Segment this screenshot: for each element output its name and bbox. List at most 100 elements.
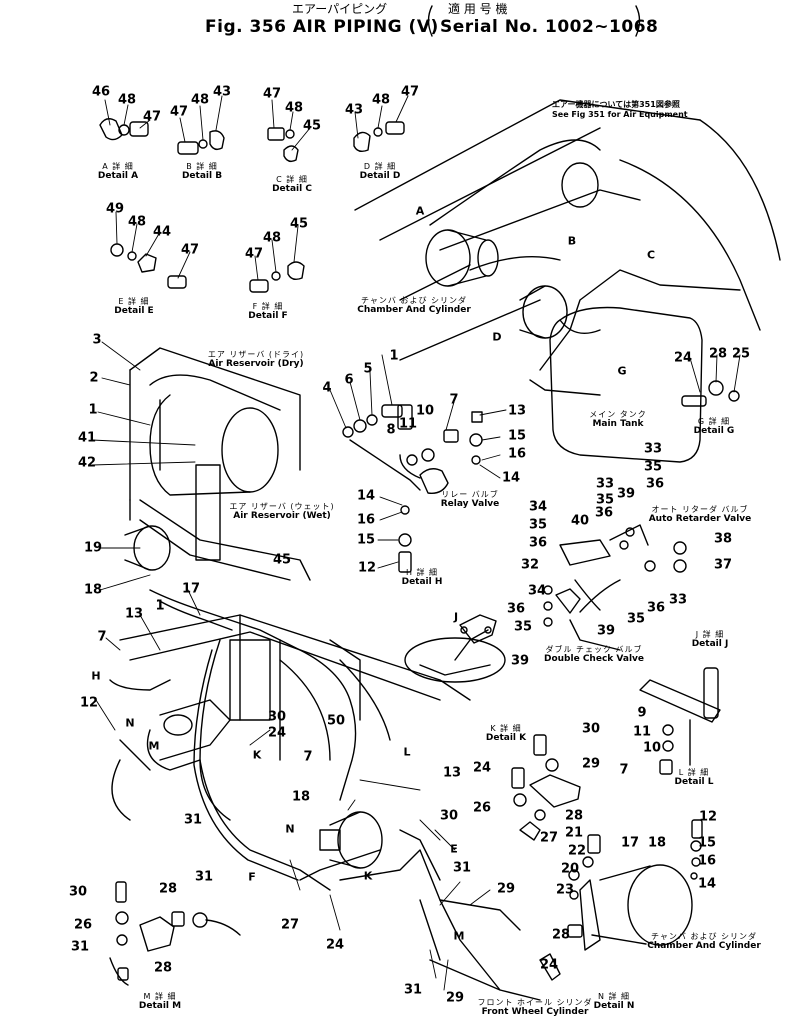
part-callout-14: 14 bbox=[697, 876, 717, 892]
detail-e-fittings bbox=[110, 243, 187, 289]
part-callout-15: 15 bbox=[356, 532, 376, 548]
label-air-reservoir-dry: エア リザーバ (ドライ)Air Reservoir (Dry) bbox=[207, 350, 305, 370]
leader-lines bbox=[91, 95, 741, 991]
part-callout-9: 9 bbox=[637, 705, 647, 721]
part-callout-34: 34 bbox=[527, 583, 547, 599]
part-callout-24: 24 bbox=[472, 760, 492, 776]
auto-retarder-valve bbox=[559, 524, 687, 611]
detail-m-parts bbox=[109, 881, 241, 986]
part-callout-39: 39 bbox=[596, 623, 616, 639]
view-arrow-g: G bbox=[617, 364, 627, 378]
part-callout-13: 13 bbox=[442, 765, 462, 781]
part-callout-39: 39 bbox=[616, 486, 636, 502]
double-check-valve bbox=[543, 579, 621, 651]
part-callout-29: 29 bbox=[581, 756, 601, 772]
part-callout-45: 45 bbox=[302, 118, 322, 134]
part-callout-28: 28 bbox=[551, 927, 571, 943]
part-callout-31: 31 bbox=[452, 860, 472, 876]
part-callout-5: 5 bbox=[363, 361, 373, 377]
part-callout-20: 20 bbox=[560, 861, 580, 877]
part-callout-27: 27 bbox=[280, 917, 300, 933]
part-callout-36: 36 bbox=[646, 600, 666, 616]
view-arrow-f: F bbox=[248, 870, 256, 884]
part-callout-30: 30 bbox=[267, 709, 287, 725]
part-callout-16: 16 bbox=[697, 853, 717, 869]
view-arrow-n: N bbox=[125, 716, 135, 730]
part-callout-17: 17 bbox=[620, 835, 640, 851]
serial-japanese: 適 用 号 機 bbox=[448, 2, 508, 16]
part-callout-19: 19 bbox=[83, 540, 103, 556]
part-callout-13: 13 bbox=[124, 606, 144, 622]
part-callout-24: 24 bbox=[673, 350, 693, 366]
part-callout-16: 16 bbox=[507, 446, 527, 462]
part-callout-31: 31 bbox=[183, 812, 203, 828]
view-arrow-c: C bbox=[646, 248, 656, 262]
part-callout-31: 31 bbox=[194, 869, 214, 885]
figure-title: Fig. 356 AIR PIPING (V) bbox=[205, 17, 439, 37]
part-callout-34: 34 bbox=[528, 499, 548, 515]
part-callout-10: 10 bbox=[415, 403, 435, 419]
header-bracket-left bbox=[427, 5, 433, 37]
part-callout-47: 47 bbox=[142, 109, 162, 125]
part-callout-43: 43 bbox=[212, 84, 232, 100]
part-callout-12: 12 bbox=[357, 560, 377, 576]
part-callout-15: 15 bbox=[697, 835, 717, 851]
serial-range: Serial No. 1002~1068 bbox=[440, 17, 659, 37]
part-callout-41: 41 bbox=[77, 430, 97, 446]
part-callout-38: 38 bbox=[713, 531, 733, 547]
view-arrow-n2: N bbox=[285, 822, 295, 836]
part-callout-28: 28 bbox=[158, 881, 178, 897]
part-callout-1: 1 bbox=[155, 598, 165, 614]
view-arrow-e: E bbox=[450, 842, 458, 856]
part-callout-48: 48 bbox=[117, 92, 137, 108]
part-callout-48: 48 bbox=[284, 100, 304, 116]
part-callout-1: 1 bbox=[389, 348, 399, 364]
part-callout-2: 2 bbox=[89, 370, 99, 386]
part-callout-47: 47 bbox=[180, 242, 200, 258]
top-pipes bbox=[529, 269, 741, 396]
part-callout-13: 13 bbox=[507, 403, 527, 419]
part-callout-31: 31 bbox=[70, 939, 90, 955]
part-callout-46: 46 bbox=[91, 84, 111, 100]
view-arrow-m: M bbox=[148, 739, 160, 753]
part-callout-23: 23 bbox=[555, 882, 575, 898]
part-callout-45: 45 bbox=[289, 216, 309, 232]
part-callout-35: 35 bbox=[528, 517, 548, 533]
title-japanese: エアーパイピング bbox=[292, 2, 388, 16]
part-callout-47: 47 bbox=[262, 86, 282, 102]
detail-k-parts bbox=[511, 734, 581, 841]
relay-valve-top bbox=[399, 454, 449, 494]
header-bracket-right bbox=[635, 5, 641, 37]
detail-n-chamber bbox=[539, 819, 703, 981]
part-callout-3: 3 bbox=[92, 332, 102, 348]
part-callout-48: 48 bbox=[127, 214, 147, 230]
left-cylinder-19 bbox=[124, 525, 171, 571]
label-air-reservoir-wet: エア リザーバ (ウェット)Air Reservoir (Wet) bbox=[229, 502, 335, 522]
part-callout-29: 29 bbox=[496, 881, 516, 897]
part-callout-18: 18 bbox=[647, 835, 667, 851]
front-wheel-cylinder bbox=[429, 959, 541, 1001]
part-callout-47: 47 bbox=[169, 104, 189, 120]
steering-wheel bbox=[404, 629, 506, 683]
part-callout-25: 25 bbox=[731, 346, 751, 362]
long-pipes bbox=[111, 589, 521, 991]
part-callout-6: 6 bbox=[344, 372, 354, 388]
part-callout-26: 26 bbox=[73, 917, 93, 933]
part-callout-12: 12 bbox=[698, 809, 718, 825]
part-callout-24: 24 bbox=[539, 957, 559, 973]
part-callout-35: 35 bbox=[513, 619, 533, 635]
see-fig-note: エアー機器については第351図参照 See Fig 351 for Air Eq… bbox=[552, 100, 688, 119]
part-callout-30: 30 bbox=[439, 808, 459, 824]
